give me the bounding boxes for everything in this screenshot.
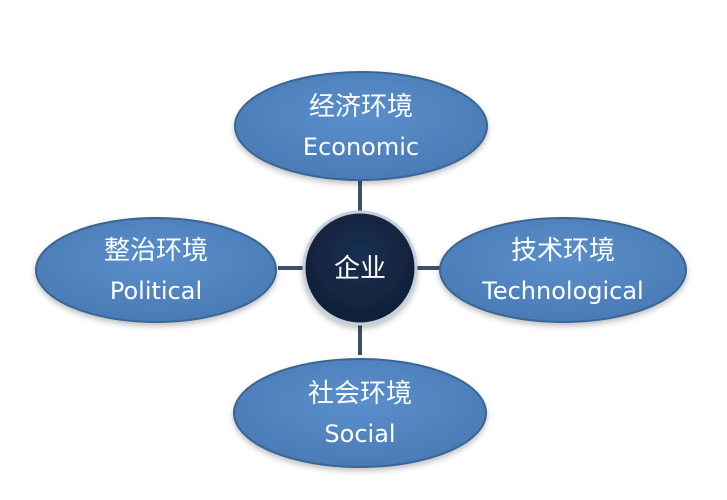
node-economic: 经济环境 Economic (234, 71, 488, 181)
node-social-en: Social (324, 420, 395, 448)
node-political-cn: 整治环境 (104, 236, 208, 266)
node-political: 整治环境 Political (35, 217, 277, 323)
node-economic-cn: 经济环境 (309, 92, 413, 122)
node-economic-en: Economic (303, 133, 419, 161)
node-center-label: 企业 (334, 254, 386, 284)
node-center-circle (302, 210, 418, 326)
node-technological-en: Technological (481, 277, 643, 305)
node-social: 社会环境 Social (233, 358, 487, 468)
node-technological-cn: 技术环境 (511, 236, 615, 266)
node-technological: 技术环境 Technological (439, 217, 687, 323)
node-technological-ellipse (439, 217, 687, 323)
node-social-ellipse (233, 358, 487, 468)
node-social-cn: 社会环境 (308, 379, 412, 409)
node-political-en: Political (110, 277, 202, 305)
node-economic-ellipse (234, 71, 488, 181)
node-political-ellipse (35, 217, 277, 323)
node-center: 企业 (302, 210, 418, 326)
